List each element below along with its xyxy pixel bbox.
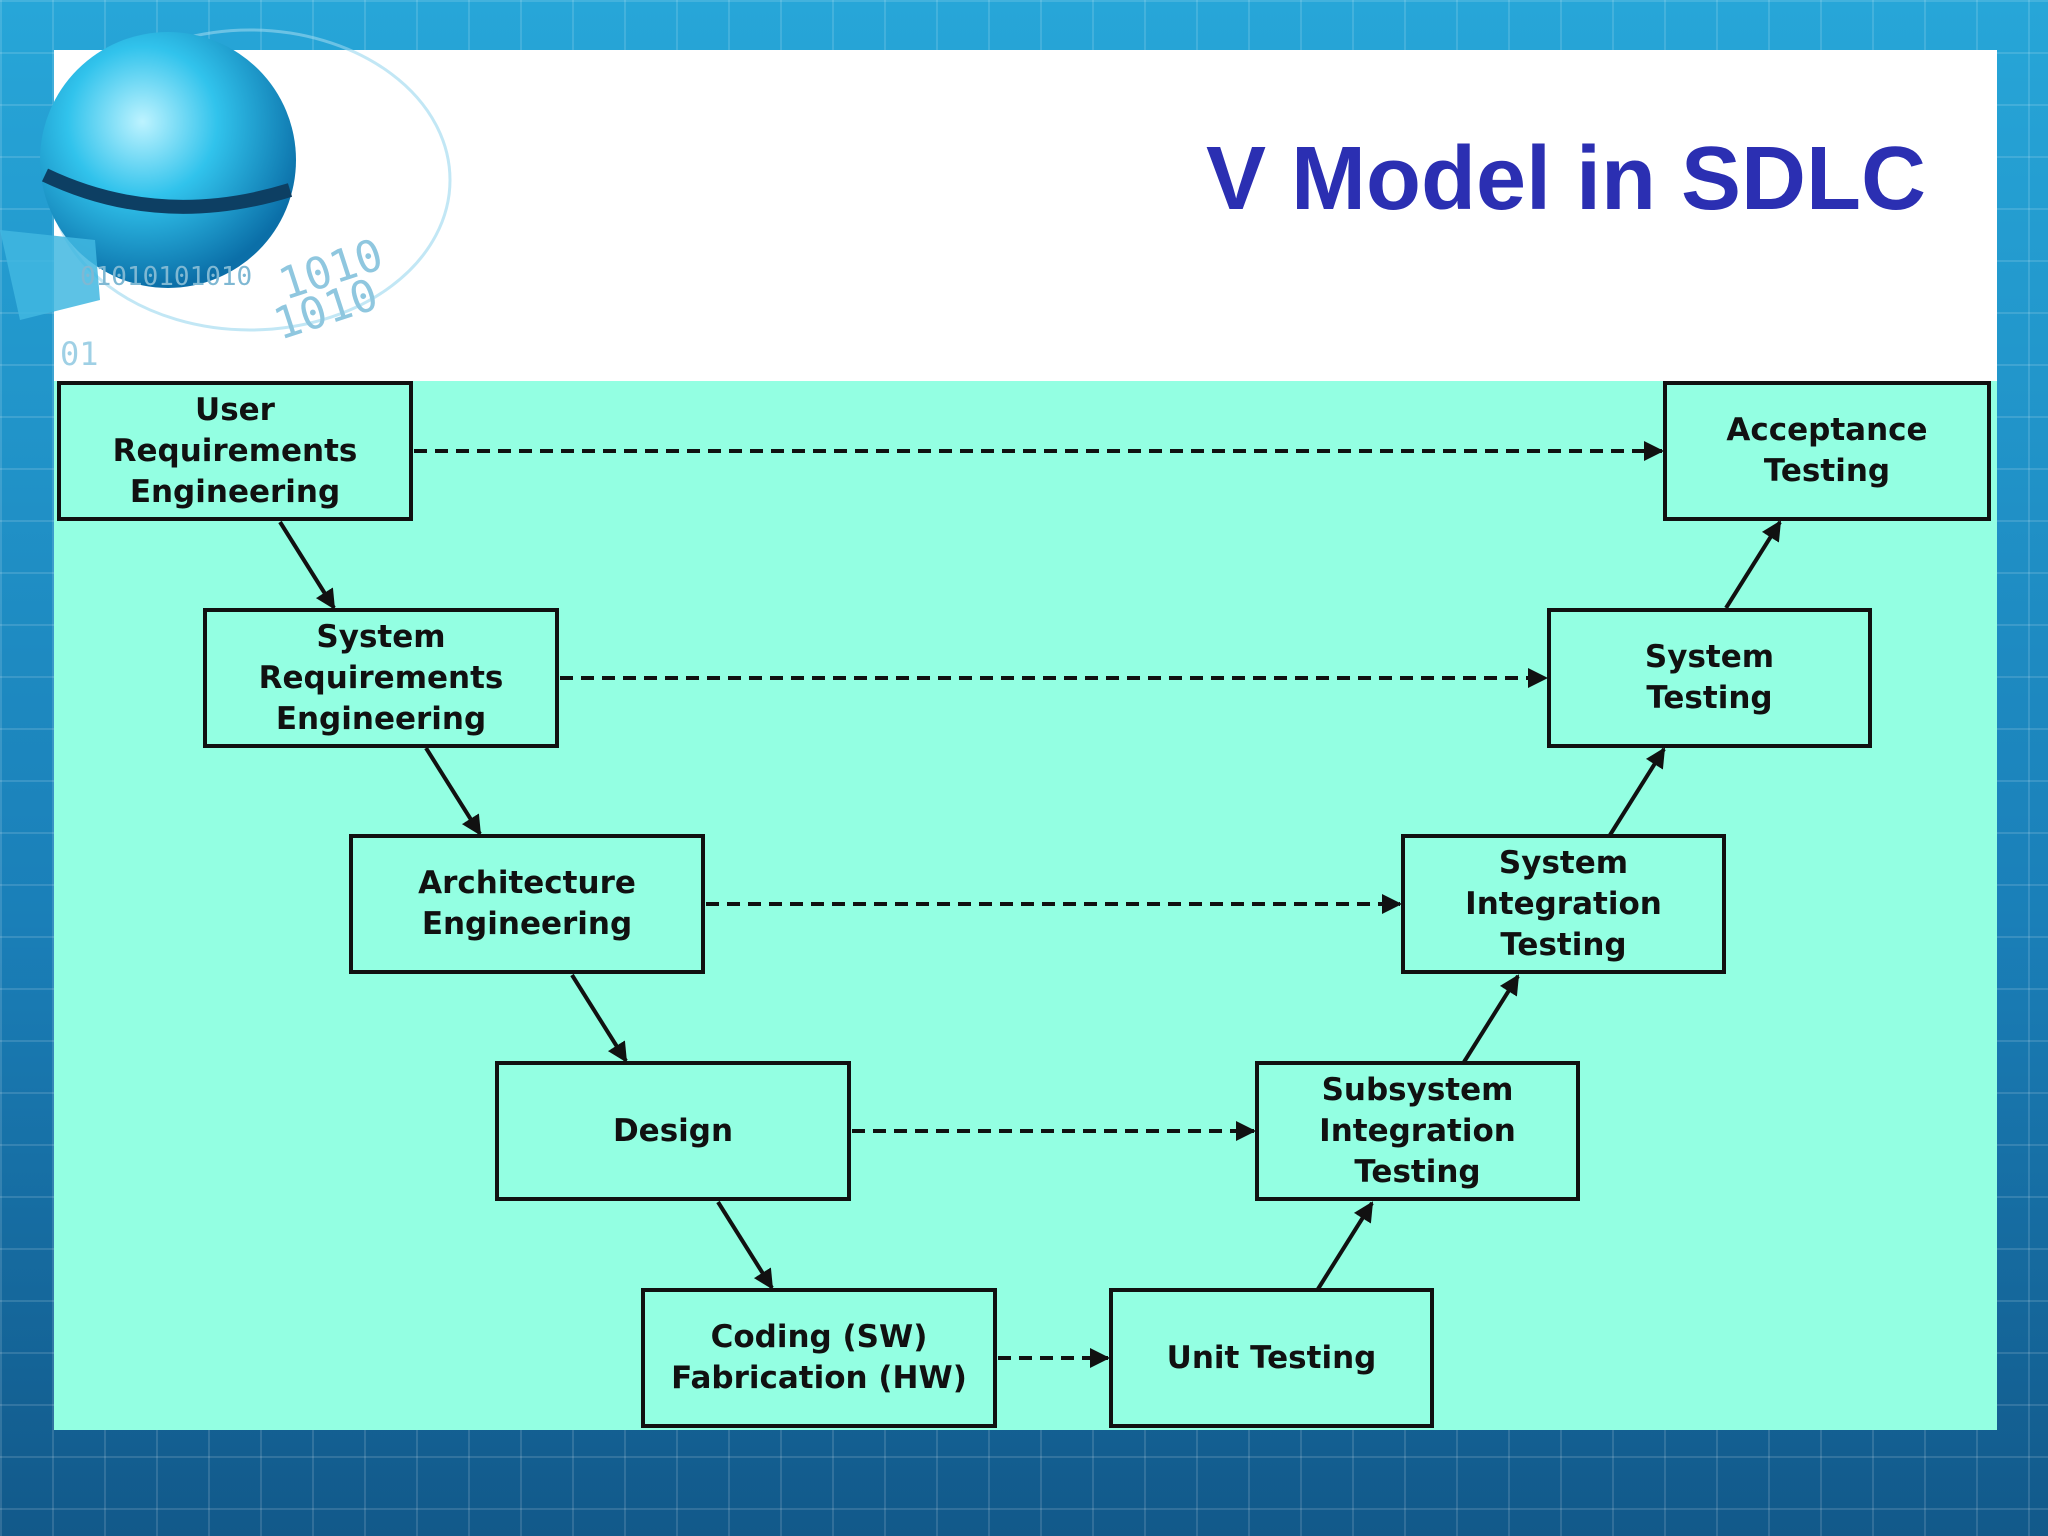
phase-label: User Requirements Engineering [112, 391, 358, 510]
arrow-system-testing-to-acceptance [1724, 520, 1782, 610]
phase-system-testing: System Testing [1547, 608, 1872, 748]
phase-design: Design [495, 1061, 851, 1201]
phase-label: Unit Testing [1166, 1339, 1377, 1376]
phase-label: System Integration Testing [1465, 844, 1662, 963]
phase-coding: Coding (SW) Fabrication (HW) [641, 1288, 997, 1428]
phase-label: Subsystem Integration Testing [1319, 1071, 1516, 1190]
logo-digits: 01010101010 [80, 262, 252, 292]
logo-digits: 01 [60, 335, 99, 373]
arrow-design-to-coding [716, 1200, 774, 1290]
globe-logo-icon: 01010101010 1010 1010 01 [0, 28, 452, 373]
phase-unit-testing: Unit Testing [1109, 1288, 1434, 1428]
phase-subsystem-integration-testing: Subsystem Integration Testing [1255, 1061, 1580, 1201]
phase-label: Acceptance Testing [1726, 412, 1928, 489]
phase-label: Design [612, 1112, 734, 1149]
arrow-system-integration-to-system-testing [1608, 747, 1666, 837]
arrow-unit-to-subsystem [1316, 1201, 1374, 1291]
phase-label: System Requirements Engineering [258, 618, 504, 737]
phase-label: Coding (SW) Fabrication (HW) [671, 1319, 967, 1396]
phase-architecture: Architecture Engineering [349, 834, 705, 974]
arrow-system-req-to-architecture [424, 746, 482, 836]
phase-acceptance-testing: Acceptance Testing [1663, 381, 1991, 521]
phase-label: System Testing [1644, 639, 1775, 716]
arrow-user-req-to-system-req [278, 520, 336, 610]
slide-title: V Model in SDLC [1206, 129, 1926, 229]
phase-label: Architecture Engineering [418, 865, 636, 942]
phase-user-requirements: User Requirements Engineering [57, 381, 413, 521]
phase-system-integration-testing: System Integration Testing [1401, 834, 1726, 974]
phase-system-requirements: System Requirements Engineering [203, 608, 559, 748]
arrow-architecture-to-design [570, 973, 628, 1063]
arrow-subsystem-to-system-integration [1462, 974, 1520, 1064]
